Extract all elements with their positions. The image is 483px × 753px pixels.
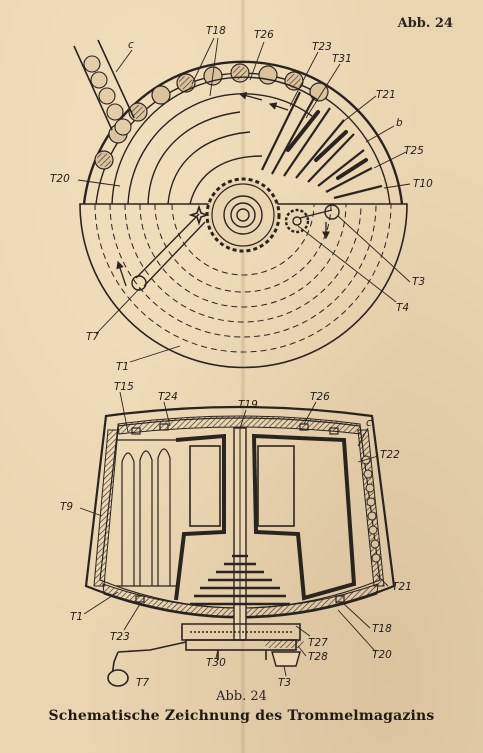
label-T20-sec: T20 (372, 649, 392, 661)
figure-number-bottom: Abb. 24 (216, 689, 267, 704)
label-T18-sec: T18 (372, 623, 392, 635)
label-T3-top: T3 (412, 276, 425, 288)
section-view: T15 T24 T19 T26 c T22 T9 T21 T1 T23 T18 … (60, 381, 412, 689)
winding-arm-T7 (131, 213, 206, 291)
figure-number-top: Abb. 24 (397, 16, 453, 31)
label-T1-top: T1 (116, 361, 129, 373)
label-T21-sec: T21 (392, 581, 412, 593)
knob-T3 (271, 651, 301, 667)
label-T30-sec: T30 (206, 657, 226, 669)
pinion-gear (284, 208, 310, 234)
label-T20-top: T20 (50, 173, 70, 185)
label-T15-sec: T15 (114, 381, 134, 393)
follower-left (174, 433, 226, 601)
page-fold (240, 0, 246, 753)
label-T25-top: T25 (404, 145, 424, 157)
star-pinion (188, 204, 210, 226)
cone-spring (190, 554, 290, 606)
label-T28-sec: T28 (308, 651, 328, 663)
cartridges-left (116, 439, 176, 587)
feed-chute (73, 39, 135, 131)
label-T27-sec: T27 (308, 637, 328, 649)
chute-cartridges (83, 55, 132, 136)
label-T4-top: T4 (396, 302, 409, 314)
label-c-top: c (128, 39, 134, 51)
winding-key-T7 (107, 641, 187, 687)
label-T18-top: T18 (206, 25, 226, 37)
lever-T3 (299, 204, 340, 220)
spiral-guides (111, 76, 319, 205)
arrow-up (116, 260, 127, 287)
label-T21-top: T21 (376, 89, 396, 101)
spring-slots (261, 91, 383, 200)
drum-housing-outer (82, 60, 404, 205)
label-T24-sec: T24 (158, 391, 178, 403)
label-T3-sec: T3 (278, 677, 291, 689)
cover-plate-T1 (79, 203, 408, 369)
label-T1-sec: T1 (70, 611, 83, 623)
label-T19-sec: T19 (238, 399, 258, 411)
central-gear (205, 177, 281, 253)
follower-right (251, 433, 357, 601)
leader-lines (77, 37, 411, 363)
cartridges-right (361, 455, 381, 563)
label-c-sec: c (366, 417, 372, 429)
label-T26-top: T26 (254, 29, 274, 41)
figure-caption: Schematische Zeichnung des Trommelmagazi… (48, 708, 435, 724)
label-T9-sec: T9 (60, 501, 73, 513)
label-T7-sec: T7 (136, 677, 149, 689)
label-T31-top: T31 (332, 53, 352, 65)
label-T23-sec: T23 (110, 631, 130, 643)
label-T22-sec: T22 (380, 449, 400, 461)
label-T23-top: T23 (312, 41, 332, 53)
arrow-track-2 (268, 102, 289, 111)
dashed-circles (94, 203, 392, 353)
label-T7-top: T7 (86, 331, 99, 343)
arrow-track (238, 91, 263, 101)
label-b-top: b (396, 117, 403, 129)
top-view: c T18 T26 T23 T31 T21 b T25 T10 T20 T3 T… (50, 25, 433, 373)
label-T26-sec: T26 (310, 391, 330, 403)
label-T10-top: T10 (413, 178, 433, 190)
